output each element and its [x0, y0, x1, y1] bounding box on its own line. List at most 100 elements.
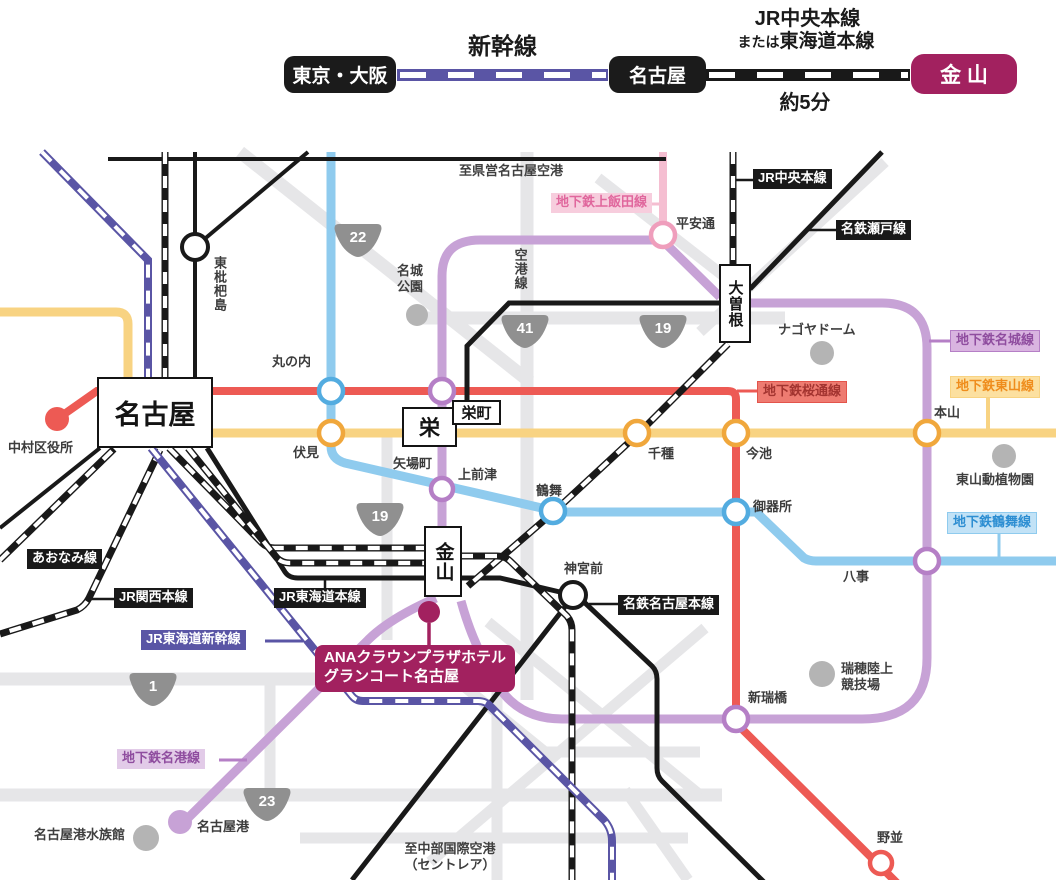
station-label-yagoto: 八事	[843, 569, 870, 584]
svg-text:22: 22	[350, 229, 367, 246]
road-network	[0, 146, 889, 880]
meijo-park-dot	[406, 304, 428, 326]
note-centrair-line1: 至中部国際空港	[404, 841, 496, 856]
line-label-sakuradori: 地下鉄桜通線	[757, 381, 848, 403]
svg-text:19: 19	[655, 320, 672, 337]
line-biwajima-diagonal	[193, 150, 310, 249]
landmark-meijo-park-line2: 公園	[397, 278, 424, 294]
road-badge-19b: 19	[356, 503, 404, 536]
station-aratamabashi	[721, 704, 751, 734]
line-meijo-north	[437, 235, 724, 398]
line-jr-kansai	[0, 448, 164, 638]
landmark-aquarium: 名古屋港水族館	[34, 827, 126, 842]
station-marunouchi	[316, 376, 346, 406]
station-nagoyako	[168, 810, 192, 834]
hotel-label-line1: ANAクラウンプラザホテル	[324, 649, 507, 666]
station-label-heiandori: 平安通	[676, 216, 716, 231]
nagoya-dome-dot	[810, 341, 834, 365]
line-jr-tokaido-b	[185, 445, 425, 567]
station-label-gokiso: 御器所	[753, 499, 793, 514]
road-badge-22: 22	[334, 224, 382, 257]
line-meitetsu-nagoya-kanayama	[204, 446, 425, 581]
line-label-jr-chuo: JR中央本線	[753, 169, 832, 189]
landmark-zoo: 東山動植物園	[956, 472, 1035, 487]
station-gokiso	[721, 497, 751, 527]
station-box-sakae: 栄	[402, 407, 457, 447]
landmark-dots	[133, 304, 1016, 851]
station-higashibiwajima	[180, 232, 210, 262]
note-prefectural-airport: 至県営名古屋空港	[459, 163, 564, 178]
header-origin-badge: 東京・大阪	[284, 56, 396, 93]
road-badges: 22 41 19 19 1 23	[129, 224, 687, 821]
header-jr-line-2: または東海道本線	[700, 26, 912, 53]
station-label-motoyama: 本山	[934, 405, 961, 420]
note-airport-road: 空港線	[512, 248, 528, 290]
station-label-jingumae: 神宮前	[564, 561, 604, 576]
line-label-meitetsu-main: 名鉄名古屋本線	[618, 595, 720, 615]
station-box-kanayama: 金山	[424, 526, 462, 597]
station-fushimi	[316, 418, 346, 448]
station-label-nakamurakuyakusho: 中村区役所	[8, 440, 74, 455]
header-kanayama-badge: 金 山	[911, 54, 1017, 94]
road-badge-41: 41	[501, 315, 549, 348]
station-label-aratamabashi: 新瑞橋	[748, 690, 788, 705]
aquarium-dot	[133, 825, 159, 851]
landmark-mizuho-line2: 競技場	[841, 676, 881, 692]
line-label-aonami: あおなみ線	[27, 549, 103, 569]
svg-text:19: 19	[372, 508, 389, 525]
line-label-meitetsu-seto: 名鉄瀬戸線	[836, 220, 912, 240]
line-higashiyama-west	[0, 307, 133, 380]
road-badge-1: 1	[129, 673, 177, 706]
station-label-tsurumai: 鶴舞	[536, 483, 563, 498]
line-shinkansen-north	[39, 149, 152, 380]
station-imaike	[721, 418, 751, 448]
header-duration: 約5分	[779, 92, 831, 114]
station-box-nagoya: 名古屋	[97, 377, 213, 448]
landmark-nagoya-dome: ナゴヤドーム	[778, 322, 856, 337]
line-southwest-solid	[0, 446, 102, 530]
station-kamimaezu	[428, 475, 456, 503]
road-badge-23: 23	[243, 788, 291, 821]
landmark-meijo-park-line1: 名城	[397, 263, 424, 278]
station-motoyama	[912, 418, 942, 448]
station-label-kamimaezu: 上前津	[458, 467, 498, 482]
station-label-fushimi: 伏見	[293, 445, 320, 460]
station-label-marunouchi: 丸の内	[272, 354, 312, 369]
station-circles	[45, 220, 942, 877]
note-centrair: 至中部国際空港 （セントレア）	[375, 841, 525, 872]
station-label-nonami: 野並	[877, 830, 904, 845]
landmark-mizuho-line1: 瑞穂陸上	[841, 661, 894, 676]
header-nagoya-badge: 名古屋	[609, 56, 706, 93]
line-label-kamiiida: 地下鉄上飯田線	[551, 193, 653, 213]
station-chikusa	[622, 418, 652, 448]
station-label-nagoyako: 名古屋港	[197, 819, 250, 834]
station-label-higashibiwajima: 東枇杷島	[211, 256, 227, 312]
note-centrair-line2: （セントレア）	[404, 856, 496, 872]
svg-text:41: 41	[517, 320, 534, 337]
line-label-jr-tokaido: JR東海道本線	[274, 588, 366, 608]
landmark-mizuho-stadium: 瑞穂陸上 競技場	[841, 661, 893, 692]
station-yagoto	[912, 546, 942, 576]
line-aonami	[0, 446, 117, 563]
station-label-chikusa: 千種	[648, 446, 675, 461]
line-label-meiko: 地下鉄名港線	[117, 749, 206, 769]
station-nakamurakuyakusho	[45, 407, 69, 431]
line-meitetsu-tokoname	[350, 601, 570, 880]
hotel-label: ANAクラウンプラザホテル グランコート名古屋	[315, 645, 516, 692]
station-label-imaike: 今池	[746, 446, 773, 461]
line-label-meijo: 地下鉄名城線	[950, 330, 1041, 352]
station-heiandori	[648, 220, 678, 250]
header-jr-line-2-prefix: または	[737, 34, 780, 50]
line-label-tsurumai: 地下鉄鶴舞線	[947, 512, 1038, 534]
station-box-sakaemachi: 栄町	[452, 400, 501, 425]
svg-text:23: 23	[259, 793, 276, 810]
road-badge-19a: 19	[639, 315, 687, 348]
line-label-higashiyama: 地下鉄東山線	[950, 376, 1041, 398]
line-jr-tokaido-south	[461, 552, 576, 880]
station-label-yabacho: 矢場町	[393, 456, 433, 471]
station-box-ozone: 大曽根	[719, 264, 751, 343]
station-jingumae	[558, 580, 588, 610]
landmark-meijo-park: 名城 公園	[397, 263, 423, 294]
